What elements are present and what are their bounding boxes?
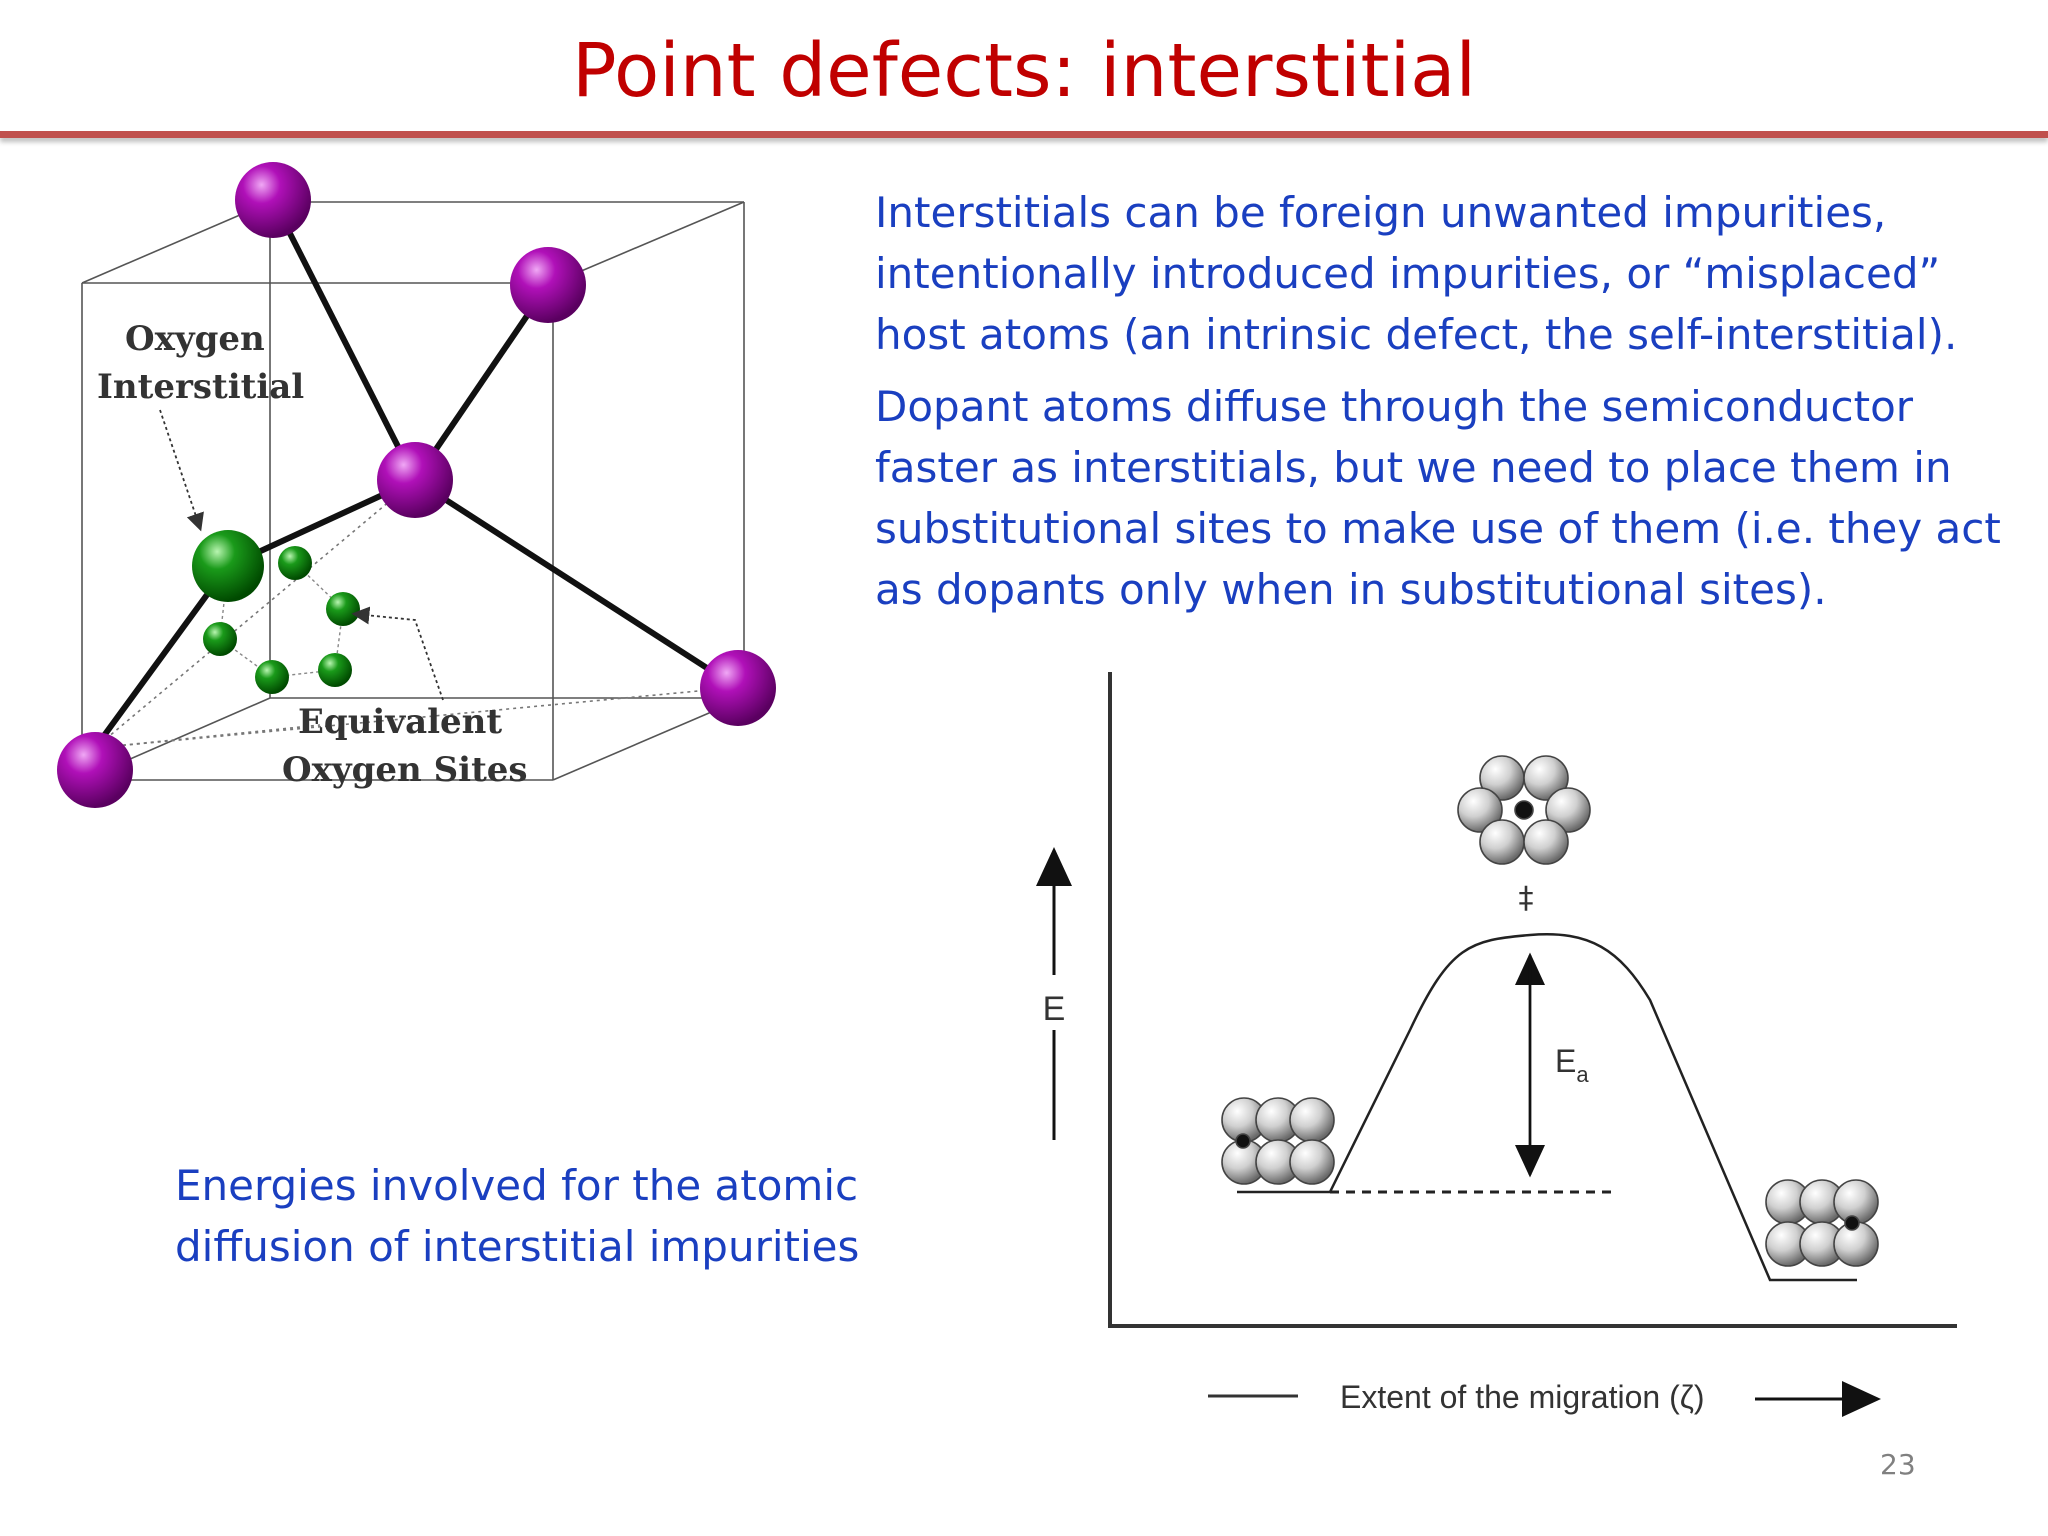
y-axis-label: E xyxy=(1043,990,1066,1028)
initial-state-cluster xyxy=(1221,1097,1335,1185)
host-atom xyxy=(700,650,776,726)
label-equivalent: Equivalent xyxy=(298,702,502,742)
equivalent-oxygen-site xyxy=(326,592,360,626)
equivalent-oxygen-site xyxy=(278,546,312,580)
host-atom xyxy=(235,162,311,238)
transition-state-marker: ‡ xyxy=(1519,881,1534,916)
final-state-cluster xyxy=(1765,1179,1879,1267)
paragraph-interstitials: Interstitials can be foreign unwanted im… xyxy=(875,188,1958,359)
dotted-guides xyxy=(94,479,731,749)
slide-title: Point defects: interstitial xyxy=(571,28,1477,114)
oxygen-interstitial-atom xyxy=(192,530,264,602)
figure-caption: Energies involved for the atomic diffusi… xyxy=(175,1161,860,1271)
equivalent-oxygen-site xyxy=(318,653,352,687)
transition-state-cluster xyxy=(1457,755,1591,865)
energy-diagram: E Ea ‡ Extent of the migration xyxy=(1030,672,1957,1417)
pointer-arrow-sites xyxy=(351,606,444,701)
label-oxygen-sites: Oxygen Sites xyxy=(282,750,528,790)
host-atom xyxy=(377,442,453,518)
x-axis-label: Extent of the migration (ζ) xyxy=(1340,1379,1704,1415)
crystal-interstitial-figure: Oxygen Interstitial Equivalent Oxygen Si… xyxy=(57,162,776,808)
equivalent-oxygen-site xyxy=(203,622,237,656)
title-divider xyxy=(0,131,2048,138)
paragraph-dopants: Dopant atoms diffuse through the semicon… xyxy=(875,382,2001,614)
energy-profile-curve xyxy=(1237,933,1857,1282)
page-number: 23 xyxy=(1880,1448,1916,1481)
activation-energy-label: Ea xyxy=(1555,1043,1589,1087)
label-oxygen: Oxygen xyxy=(125,319,265,359)
host-atom xyxy=(510,247,586,323)
equivalent-oxygen-site xyxy=(255,660,289,694)
host-atom xyxy=(57,732,133,808)
pointer-arrow-interstitial xyxy=(159,409,204,532)
label-interstitial: Interstitial xyxy=(97,367,304,407)
